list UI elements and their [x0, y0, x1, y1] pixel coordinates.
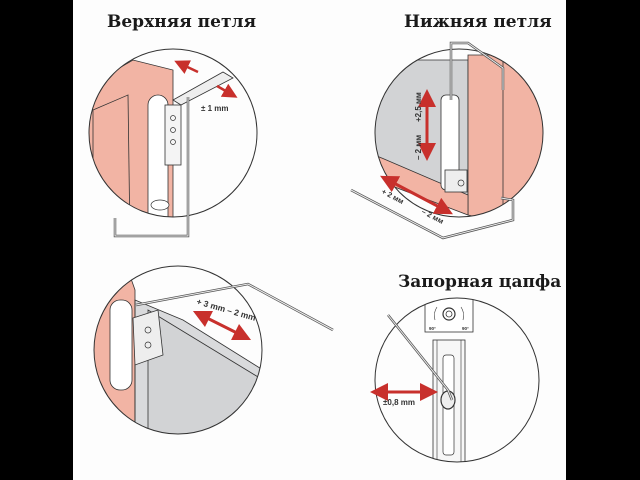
- diagram-canvas: Верхняя петля Нижняя петля Запорная цапф…: [73, 0, 566, 480]
- panel-top-corner: + 3 mm – 2 mm: [93, 265, 334, 435]
- panel-locking-pin: 90° 90° ±0,8 mm: [370, 297, 540, 463]
- hinge-body: [109, 299, 133, 391]
- panel-bottom-hinge: +2,5 мм – 2 мм + 2 мм – 2 мм: [350, 41, 544, 240]
- locking-pin: [440, 390, 456, 410]
- label-vertical-plus: +2,5 мм: [414, 92, 423, 122]
- scissor-arm: [172, 71, 234, 106]
- rotation-plate: [424, 298, 474, 333]
- title-top-hinge: Верхняя петля: [107, 12, 257, 32]
- rotation-left-label: 90°: [429, 326, 436, 331]
- adjust-label-top-hinge: ± 1 mm: [201, 104, 229, 113]
- label-vertical-minus: – 2 мм: [414, 135, 423, 160]
- panel-top-hinge: ± 1 mm: [88, 48, 258, 238]
- diagram-svg: ± 1 mm +2,5 мм – 2 мм +: [88, 41, 544, 463]
- title-bottom-hinge: Нижняя петля: [404, 12, 552, 32]
- title-locking-pin: Запорная цапфа: [398, 272, 562, 292]
- window-frame: [467, 54, 543, 217]
- sash-glass: [147, 309, 262, 434]
- adjust-label-locking-pin: ±0,8 mm: [383, 398, 415, 407]
- rotation-right-label: 90°: [462, 326, 469, 331]
